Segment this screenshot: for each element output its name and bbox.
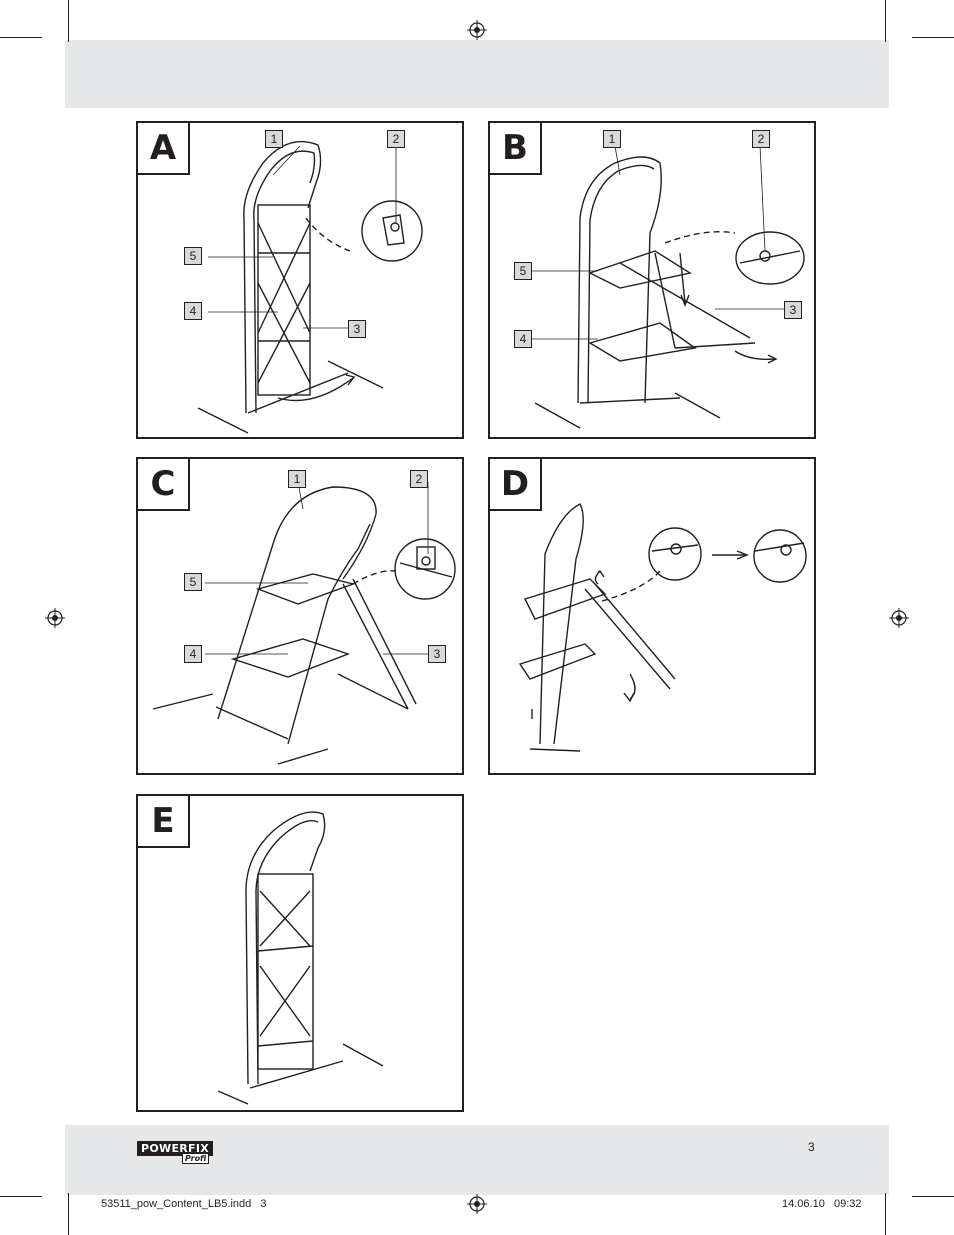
part-callout-3: 3 bbox=[784, 301, 802, 319]
part-callout-3: 3 bbox=[348, 320, 366, 338]
registration-mark-icon bbox=[889, 608, 909, 628]
brand-name: POWERFIX bbox=[137, 1141, 214, 1156]
panel-letter: B bbox=[490, 123, 542, 175]
footer-file-slug: 53511_pow_Content_LB5.indd 3 bbox=[101, 1198, 267, 1210]
figure-panel-c: C 1 2 5 4 3 bbox=[136, 457, 464, 775]
part-callout-3: 3 bbox=[428, 645, 446, 663]
figure-panel-d: D bbox=[488, 457, 816, 775]
panel-letter: A bbox=[138, 123, 190, 175]
crop-mark bbox=[68, 1193, 69, 1235]
registration-mark-icon bbox=[45, 608, 65, 628]
part-callout-1: 1 bbox=[288, 470, 306, 488]
figure-panel-b: B 1 2 5 3 4 bbox=[488, 121, 816, 439]
page-number: 3 bbox=[808, 1140, 815, 1154]
registration-mark-icon bbox=[467, 1194, 487, 1214]
part-callout-5: 5 bbox=[514, 262, 532, 280]
crop-mark bbox=[0, 1196, 42, 1197]
ladder-folding-illustration bbox=[518, 503, 807, 752]
part-callout-2: 2 bbox=[752, 130, 770, 148]
crop-mark bbox=[0, 37, 42, 38]
crop-mark bbox=[885, 0, 886, 42]
crop-mark bbox=[885, 1193, 886, 1235]
ladder-folded-locked-illustration bbox=[217, 811, 384, 1105]
part-callout-4: 4 bbox=[514, 330, 532, 348]
part-callout-5: 5 bbox=[184, 247, 202, 265]
ladder-folded-illustration bbox=[197, 140, 423, 434]
panel-letter: D bbox=[490, 459, 542, 511]
part-callout-4: 4 bbox=[184, 645, 202, 663]
panel-letter: C bbox=[138, 459, 190, 511]
brand-logo: POWERFIX Profi bbox=[137, 1141, 215, 1164]
part-callout-4: 4 bbox=[184, 302, 202, 320]
ladder-open-illustration bbox=[152, 481, 456, 765]
part-callout-5: 5 bbox=[184, 573, 202, 591]
part-callout-1: 1 bbox=[603, 130, 621, 148]
crop-mark bbox=[68, 0, 69, 42]
part-callout-1: 1 bbox=[265, 130, 283, 148]
figure-panel-a: A 1 2 5 4 3 bbox=[136, 121, 464, 439]
part-callout-2: 2 bbox=[387, 130, 405, 148]
registration-mark-icon bbox=[467, 20, 487, 40]
figure-panel-e: E bbox=[136, 794, 464, 1112]
footer-timestamp: 14.06.10 09:32 bbox=[782, 1198, 862, 1210]
part-callout-2: 2 bbox=[410, 470, 428, 488]
brand-sub: Profi bbox=[182, 1153, 210, 1164]
crop-mark bbox=[912, 1196, 954, 1197]
ladder-opening-illustration bbox=[530, 145, 805, 429]
panel-letter: E bbox=[138, 796, 190, 848]
header-band bbox=[65, 40, 889, 108]
crop-mark bbox=[912, 37, 954, 38]
